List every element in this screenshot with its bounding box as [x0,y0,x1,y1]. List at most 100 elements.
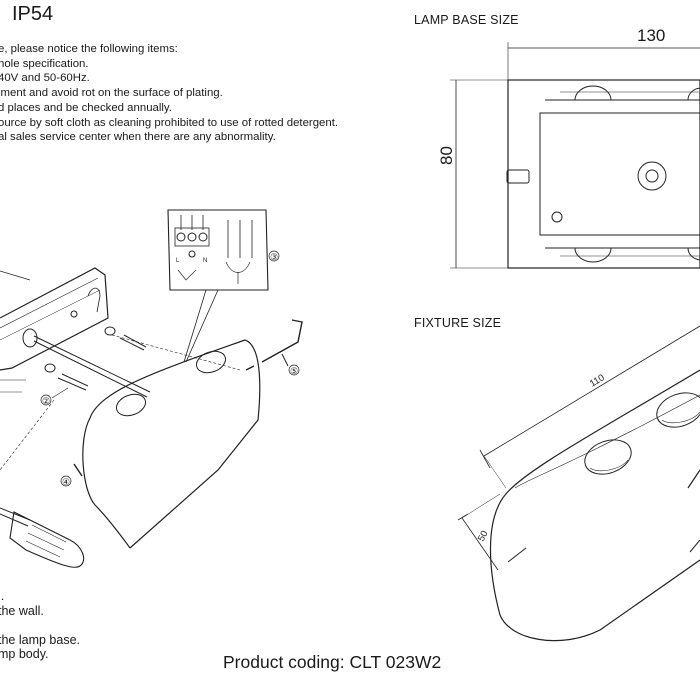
mounting-slot [506,169,530,184]
wire-ends [225,220,253,284]
screwdriver-handle [9,511,85,568]
lamp-body-side [129,339,261,549]
lamp-opening [195,350,227,374]
note-line: ource by soft cloth as cleaning prohibit… [0,116,339,129]
bracket-edge [0,289,101,341]
callout-leader [51,387,69,399]
fixture-drawing: 110 50 [457,325,700,642]
callout-3: ③ [270,252,278,262]
terminal-block-body [174,227,210,247]
clip-arc [687,247,700,261]
step-line: the wall. [0,603,44,618]
base-width-dimension: 130 [637,26,666,45]
callout-4: ④ [62,477,70,487]
base-plate [507,79,700,269]
terminal-screw [176,232,186,242]
callout-5-circle [288,364,300,376]
edge-mark [689,539,700,553]
lamp-opening [115,393,147,417]
washer [44,363,56,373]
light-opening [656,392,700,428]
handle-grip [31,524,67,543]
note-line: lment and avoid rot on the surface of pl… [0,87,223,100]
note-line: 40V and 50-60Hz. [0,72,90,85]
center-hole [637,161,667,191]
fixture-top-face [514,394,700,489]
callout-5: ⑤ [290,366,298,376]
clip-arc [687,87,700,101]
washer [104,326,116,336]
dimension-tick [479,449,491,469]
screw [57,373,89,391]
terminal-screw [187,232,197,242]
fixture-height-dimension: 50 [476,529,491,544]
wall-line [0,270,31,281]
lamp-body-front [82,417,131,549]
bracket-hook [87,287,101,313]
handle-grip [25,540,61,558]
detail-leader [183,289,207,363]
note-line: e, please notice the following items: [0,43,178,55]
terminal-screw [198,232,208,242]
edge-mark [507,547,527,563]
lamp-body-top [89,339,246,419]
wire-bend [225,261,251,273]
wire-bend [177,269,197,281]
note-line: d places and be checked annually. [0,101,172,114]
allen-key [261,319,303,363]
edge-mark [687,469,700,489]
callout-3-circle [268,250,280,262]
base-plate-inner [539,112,700,236]
small-hole [551,211,563,223]
terminal-block: L N [174,215,210,281]
note-line: hole specification. [0,57,89,70]
set-screw [281,353,289,367]
extension-line [461,493,501,519]
product-coding: Product coding: CLT 023W2 [223,652,442,672]
callout-2: ② [42,396,50,406]
wiring-detail-box [167,209,269,291]
installation-diagram: ② ④ L N [0,209,303,568]
light-opening-shade [661,411,700,424]
length-dimension-line [483,325,700,457]
clip-arc [574,85,612,101]
bracket-hole [70,310,78,318]
step-line: the lamp base. [0,632,80,647]
light-opening [584,439,632,475]
note-line: al sales service center when there are a… [0,131,276,144]
fixture-top-edge [504,369,700,496]
cable [33,340,148,398]
step-line: mp body. [0,647,49,661]
installation-steps: l. the wall. the lamp base. mp body. [0,589,80,662]
fixture-length-dimension: 110 [588,372,607,389]
detail-leader [185,289,219,363]
wall-bracket [0,267,109,371]
fixture-size-label: FIXTURE SIZE [414,316,502,330]
height-dimension-line [461,517,499,571]
bracket-edge [0,277,99,329]
terminal-l-mark: L [176,258,180,264]
screwdriver-shaft [0,507,31,527]
lamp-base-drawing [450,42,700,269]
guide-line [0,399,55,471]
lamp-base-size-label: LAMP BASE SIZE [414,13,519,27]
extension-line [483,455,507,489]
terminal-n-mark: N [203,258,207,264]
step-line: l. [0,589,5,603]
handle-grip [27,532,65,551]
allen-key-tip [245,365,255,371]
installation-notes: e, please notice the following items: ho… [0,42,338,145]
fixture-front-face [489,494,700,642]
light-opening-shade [589,459,629,472]
clip-arc [574,247,612,263]
ip-rating: IP54 [12,3,54,25]
cable [33,335,151,393]
ground-symbol [188,250,196,258]
callout-4-circle [60,475,72,487]
center-hole-inner [645,169,659,183]
screw [119,334,147,351]
callout-2-circle [40,394,52,406]
guide-line [111,334,241,371]
wire-hole [22,328,38,348]
